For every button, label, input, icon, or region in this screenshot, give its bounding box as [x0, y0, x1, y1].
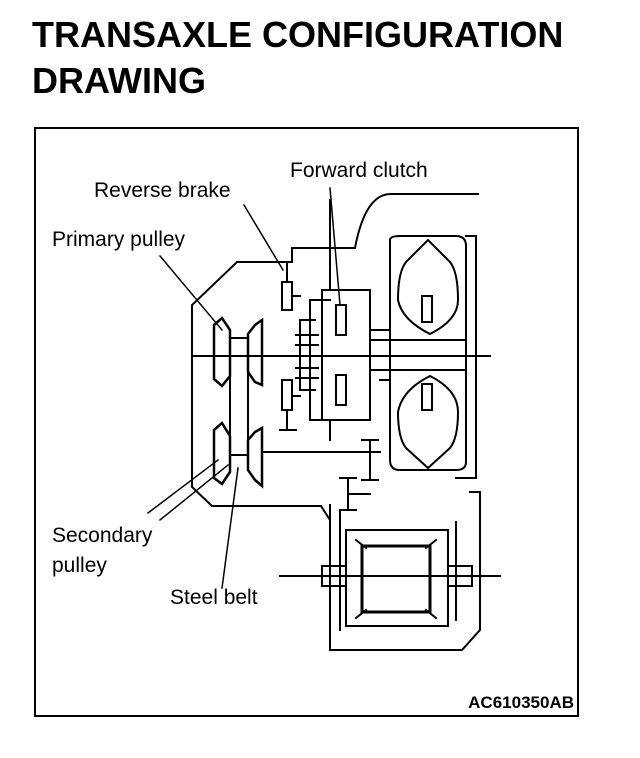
- label-forward-clutch: Forward clutch: [290, 159, 428, 182]
- torque-converter: [369, 235, 477, 479]
- title-line-1: TRANSAXLE CONFIGURATION: [32, 14, 564, 55]
- leader-lines: [146, 187, 341, 589]
- label-steel-belt: Steel belt: [170, 586, 258, 609]
- title-line-2: DRAWING: [32, 60, 206, 101]
- forward-clutch: [321, 199, 371, 441]
- label-secondary-pulley-line-2: pulley: [52, 554, 107, 577]
- diagram-frame: [34, 127, 579, 717]
- label-reverse-brake: Reverse brake: [94, 179, 231, 202]
- input-shaft: [191, 355, 491, 453]
- figure-code: AC610350AB: [468, 693, 574, 712]
- reduction-gears: [339, 439, 379, 511]
- steel-belt: [229, 337, 249, 471]
- planetary-gear-set: [295, 299, 331, 421]
- differential: [279, 509, 501, 631]
- label-primary-pulley: Primary pulley: [52, 228, 186, 251]
- reverse-brake: [279, 261, 301, 431]
- label-secondary-pulley-line-1: Secondary: [52, 524, 153, 547]
- page-title: TRANSAXLE CONFIGURATION DRAWING: [32, 12, 563, 104]
- secondary-pulley: [212, 421, 264, 489]
